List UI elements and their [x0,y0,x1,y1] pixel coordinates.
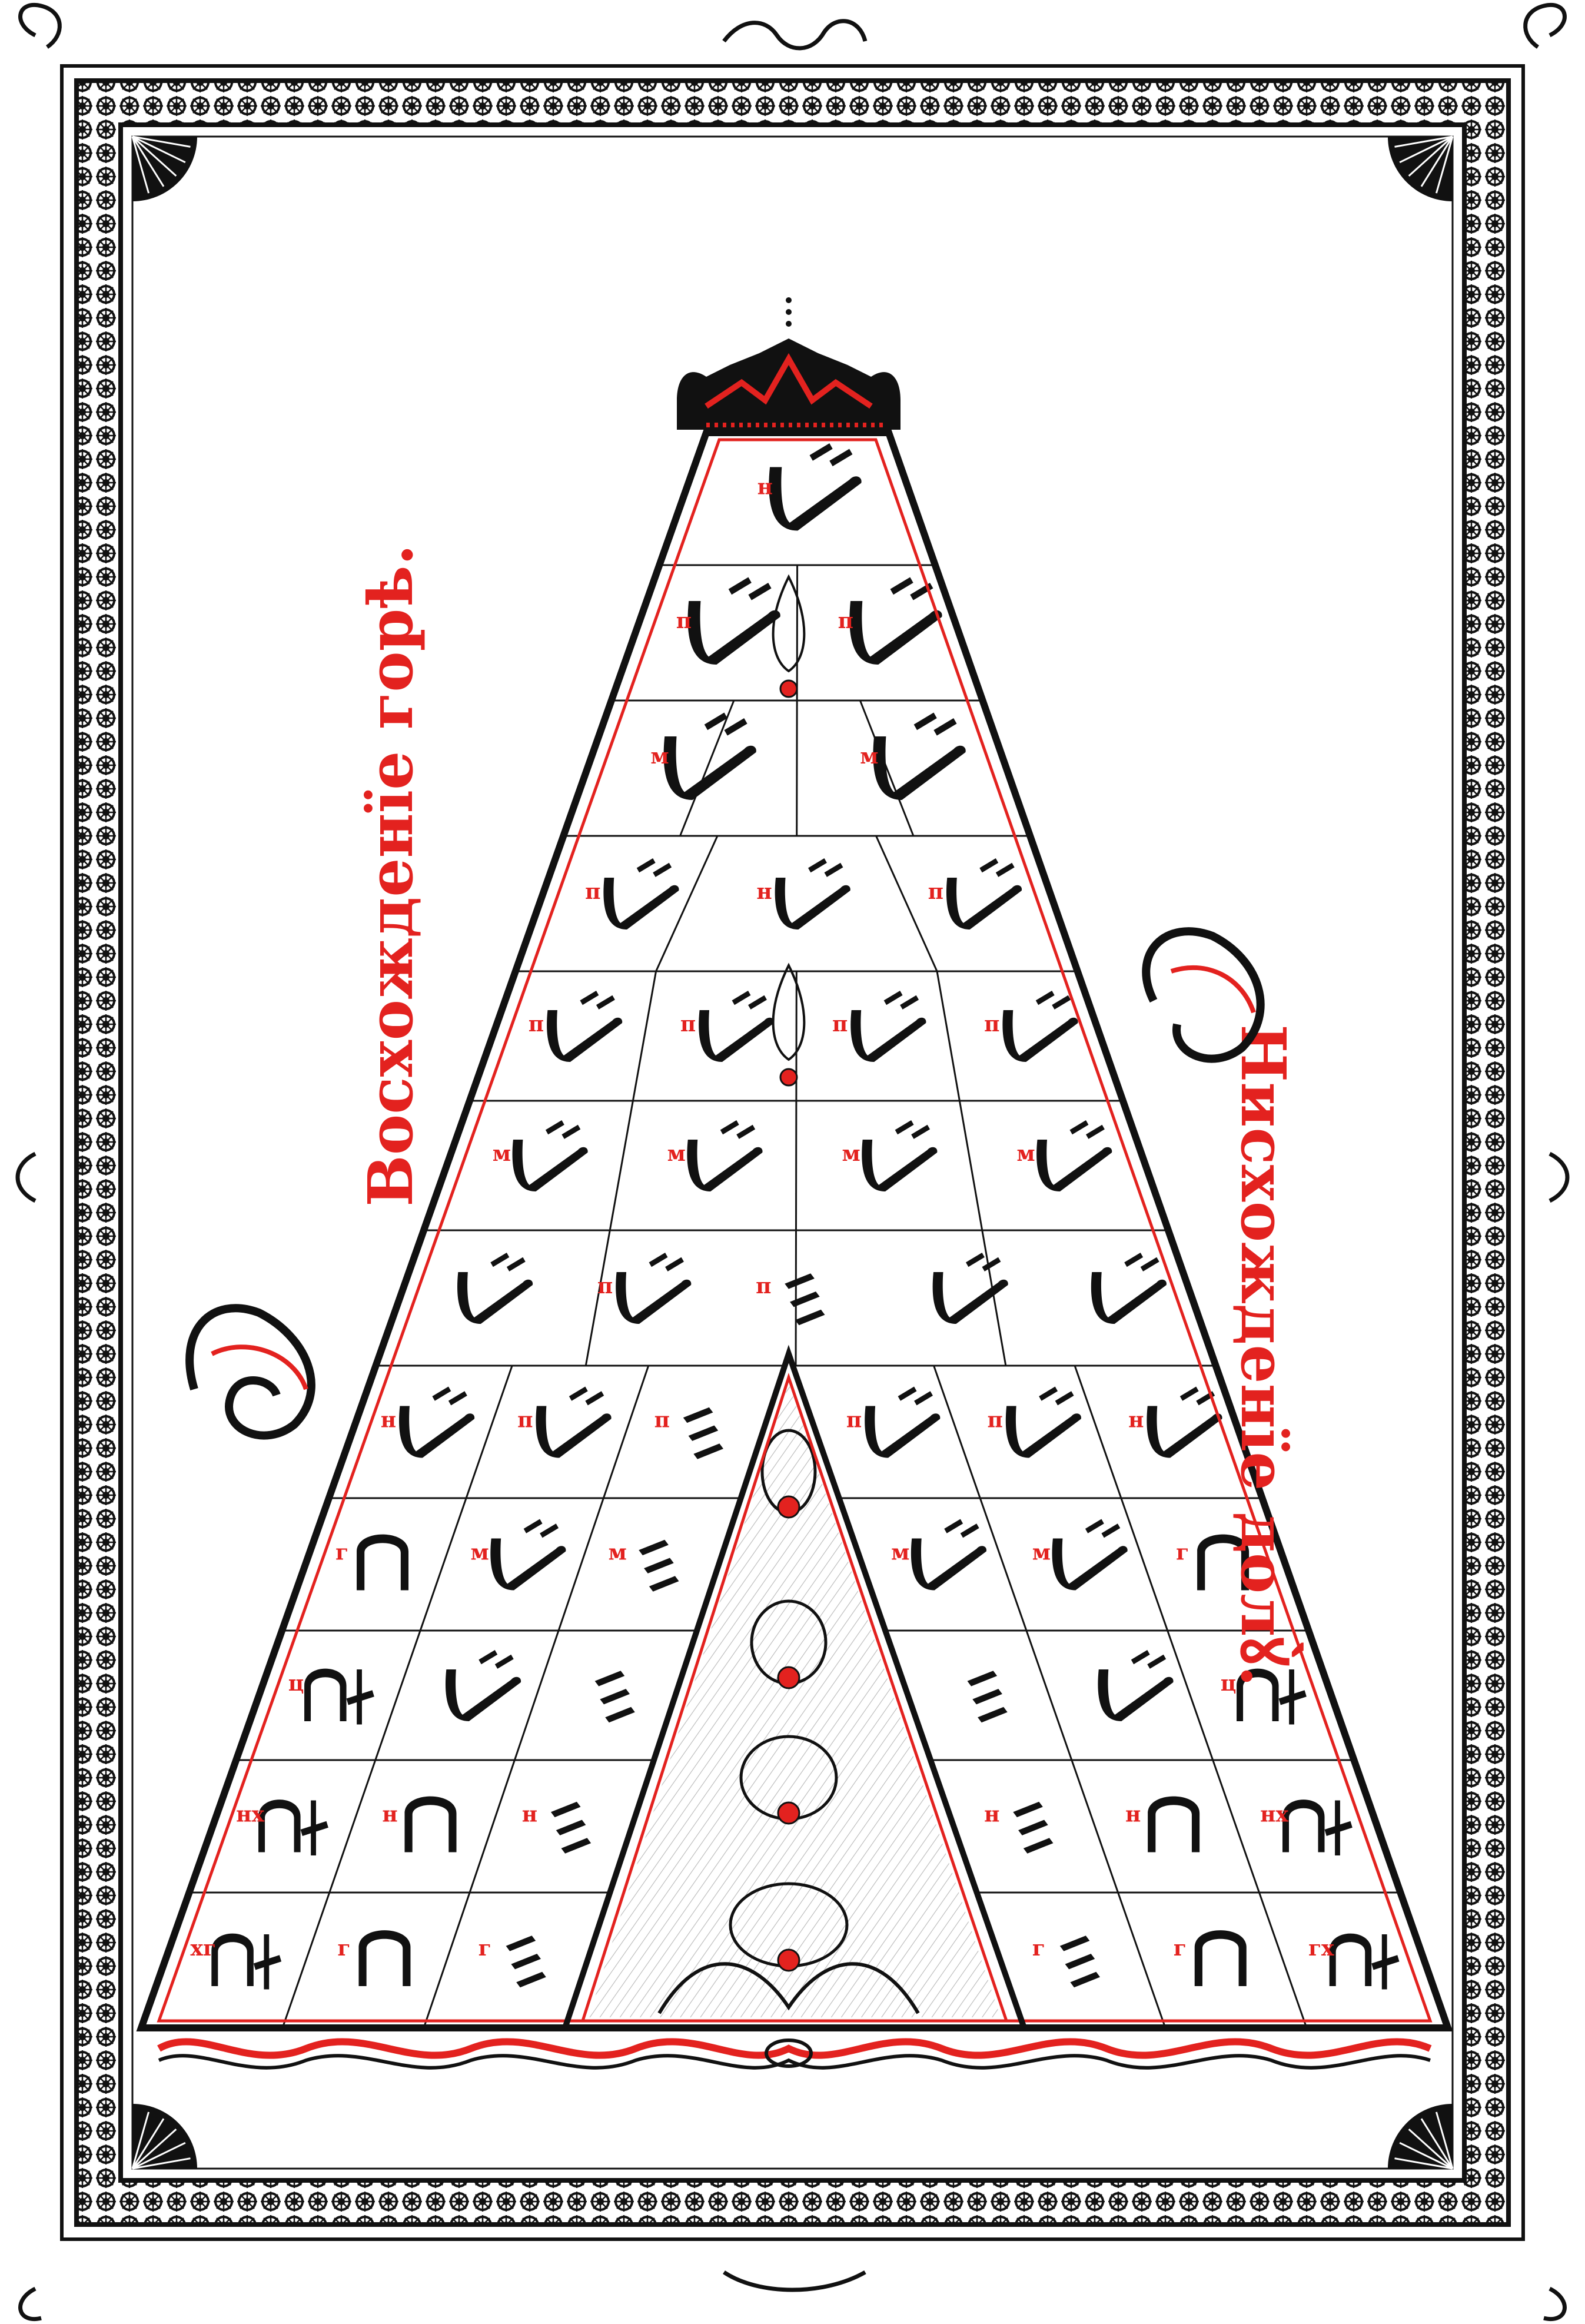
cell-letter: гх [1308,1936,1334,1961]
cell-letter: н [984,1802,999,1827]
cell-letter: п [846,1408,862,1433]
cell-letter: м [842,1141,860,1166]
cell-letter: м [860,744,878,769]
right-side-title: Нисхожденїе долꙋ̀. [1227,1024,1304,1687]
cell-letter: м [1016,1141,1035,1166]
cell-letter: м [891,1541,909,1565]
cell-letter: п [832,1012,848,1037]
cell-letter: н [756,879,772,904]
cell-letter: м [667,1141,686,1166]
cell-letter: п [676,609,692,633]
cell-letter: нх [1260,1802,1288,1827]
cell-letter: н [1125,1802,1141,1827]
cell-letter: п [517,1408,533,1433]
cell-letter: п [984,1012,999,1037]
right-title-group: Нисхожденїе долꙋ̀. [1227,1024,1304,1687]
cell-letter: м [650,744,669,769]
cell-letter: п [654,1408,670,1433]
left-side-title: Восхожденїе горѣ. [354,544,427,1207]
cell-letter: ц [288,1671,304,1696]
cell-letter: п [597,1274,613,1299]
cell-letter: г [479,1936,491,1961]
cell-letter: г [1176,1541,1189,1565]
cell-letter: п [585,879,600,904]
cell-letter: н [382,1802,397,1827]
cell-letter: п [838,609,853,633]
cell-letter: м [1032,1541,1051,1565]
cell-letter: п [987,1408,1002,1433]
cell-letter: м [493,1141,511,1166]
cell-letter: п [756,1274,771,1299]
cell-letter: хг [191,1936,217,1961]
cell-letter: н [757,475,773,500]
cell-letter: н [381,1408,396,1433]
cell-letter: п [928,879,943,904]
cell-letter: м [609,1541,627,1565]
cell-letter: п [529,1012,544,1037]
cell-letter: г [1174,1936,1187,1961]
column-divider [797,565,798,836]
left-title-group: Восхожденїе горѣ. [354,544,427,1207]
cell-letter: г [337,1936,350,1961]
cell-letter: м [471,1541,489,1565]
cell-letter: г [1032,1936,1045,1961]
cell-letter: г [335,1541,348,1565]
cell-letter: п [680,1012,696,1037]
cell-letter: н [522,1802,537,1827]
cell-letter: нх [236,1802,264,1827]
cell-letter: н [1128,1408,1144,1433]
